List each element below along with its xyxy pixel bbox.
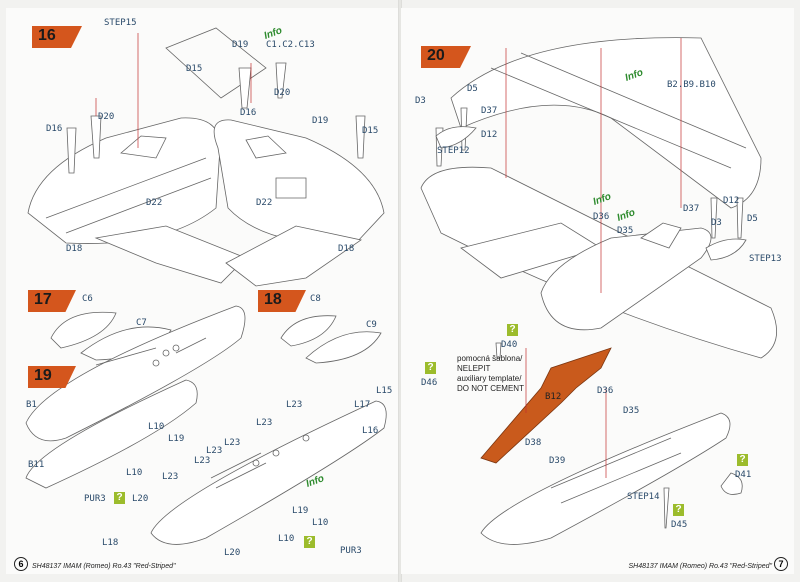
step-19-tag: 19 [28, 366, 76, 388]
label-l19: L19 [168, 434, 185, 444]
footer-left: SH48137 IMAM (Romeo) Ro.43 "Red-Striped" [32, 563, 176, 570]
label-d19-b: D19 [312, 116, 329, 126]
step-20-number: 20 [427, 47, 445, 64]
step-20-tag: 20 [421, 46, 471, 68]
help-icon-d45: ? [673, 504, 684, 516]
label-d12-b: D12 [723, 196, 740, 206]
step-19-number: 19 [34, 367, 52, 384]
label-d19: D19 [232, 40, 249, 50]
label-d35-b: D35 [623, 406, 640, 416]
step-16-number: 16 [38, 27, 56, 44]
page-number-left: 6 [14, 557, 28, 571]
left-page-drawings [25, 27, 387, 545]
label-step12: STEP12 [437, 146, 470, 156]
info-codes: C1.C2.C13 [266, 40, 315, 50]
label-l10-d: L10 [278, 534, 295, 544]
help-icon-d46: ? [425, 362, 436, 374]
note-line-3: auxiliary template/ [457, 374, 522, 383]
label-step13: STEP13 [749, 254, 782, 264]
label-d46: D46 [421, 378, 438, 388]
label-l10: L10 [148, 422, 165, 432]
label-d40: D40 [501, 340, 518, 350]
footer-right: SH48137 IMAM (Romeo) Ro.43 "Red-Striped" [628, 563, 772, 570]
info-codes-right: B2.B9.B10 [667, 80, 716, 90]
label-d18-b: D18 [338, 244, 355, 254]
label-d16: D16 [240, 108, 257, 118]
right-page: 20 Info B2.B9.B10 Info Info D3 D5 D37 D1… [401, 8, 794, 574]
step-16-tag: 16 [32, 26, 82, 48]
page-number-right: 7 [774, 557, 788, 571]
label-d18: D18 [66, 244, 83, 254]
label-l15: L15 [376, 386, 393, 396]
label-b11: B11 [28, 460, 45, 470]
label-d22-b: D22 [256, 198, 273, 208]
step-17-number: 17 [34, 291, 52, 308]
label-d3-b: D3 [711, 218, 722, 228]
label-d20: D20 [274, 88, 291, 98]
label-l17: L17 [354, 400, 371, 410]
label-l23-d: L23 [224, 438, 241, 448]
label-l23: L23 [162, 472, 179, 482]
label-b1: B1 [26, 400, 37, 410]
label-c9: C9 [366, 320, 377, 330]
label-d5: D5 [467, 84, 478, 94]
help-icon-2: ? [304, 536, 315, 548]
label-d5-b: D5 [747, 214, 758, 224]
label-b12: B12 [545, 392, 562, 402]
help-icon-d40: ? [507, 324, 518, 336]
label-l20: L20 [132, 494, 149, 504]
step-18-tag: 18 [258, 290, 306, 312]
label-l20-b: L20 [224, 548, 241, 558]
label-d15-b: D15 [362, 126, 379, 136]
label-d16-b: D16 [46, 124, 63, 134]
help-icon: ? [114, 492, 125, 504]
label-c6: C6 [82, 294, 93, 304]
label-l18: L18 [102, 538, 119, 548]
step-18-number: 18 [264, 291, 282, 308]
label-pur3: PUR3 [84, 494, 106, 504]
label-d36-b: D36 [597, 386, 614, 396]
label-l23-f: L23 [286, 400, 303, 410]
left-page: 16 17 18 19 Info C1.C2.C13 Info STEP15 D… [6, 8, 399, 574]
label-d15: D15 [186, 64, 203, 74]
label-d39: D39 [549, 456, 566, 466]
label-l23-e: L23 [256, 418, 273, 428]
note-line-1: pomocná šablona/ [457, 354, 523, 363]
label-l19-b: L19 [292, 506, 309, 516]
book-gutter [398, 0, 402, 582]
label-l23-c: L23 [206, 446, 223, 456]
label-d12: D12 [481, 130, 498, 140]
label-d20-b: D20 [98, 112, 115, 122]
note-line-2: NELEPIT [457, 364, 491, 373]
label-d35: D35 [617, 226, 634, 236]
note-line-4: DO NOT CEMENT [457, 384, 524, 393]
template-note: pomocná šablona/ NELEPIT auxiliary templ… [457, 354, 524, 394]
label-d3: D3 [415, 96, 426, 106]
right-page-drawings [420, 37, 778, 545]
label-d22: D22 [146, 198, 163, 208]
help-icon-d41: ? [737, 454, 748, 466]
label-l10-c: L10 [312, 518, 329, 528]
label-d36: D36 [593, 212, 610, 222]
label-c7: C7 [136, 318, 147, 328]
label-l10-b: L10 [126, 468, 143, 478]
label-pur3-b: PUR3 [340, 546, 362, 556]
label-step14: STEP14 [627, 492, 660, 502]
label-c8: C8 [310, 294, 321, 304]
label-l23-b: L23 [194, 456, 211, 466]
label-d37: D37 [481, 106, 498, 116]
label-d45: D45 [671, 520, 688, 530]
label-d38: D38 [525, 438, 542, 448]
label-step15: STEP15 [104, 18, 137, 28]
label-d37-b: D37 [683, 204, 700, 214]
label-l16: L16 [362, 426, 379, 436]
label-d41: D41 [735, 470, 752, 480]
step-17-tag: 17 [28, 290, 76, 312]
